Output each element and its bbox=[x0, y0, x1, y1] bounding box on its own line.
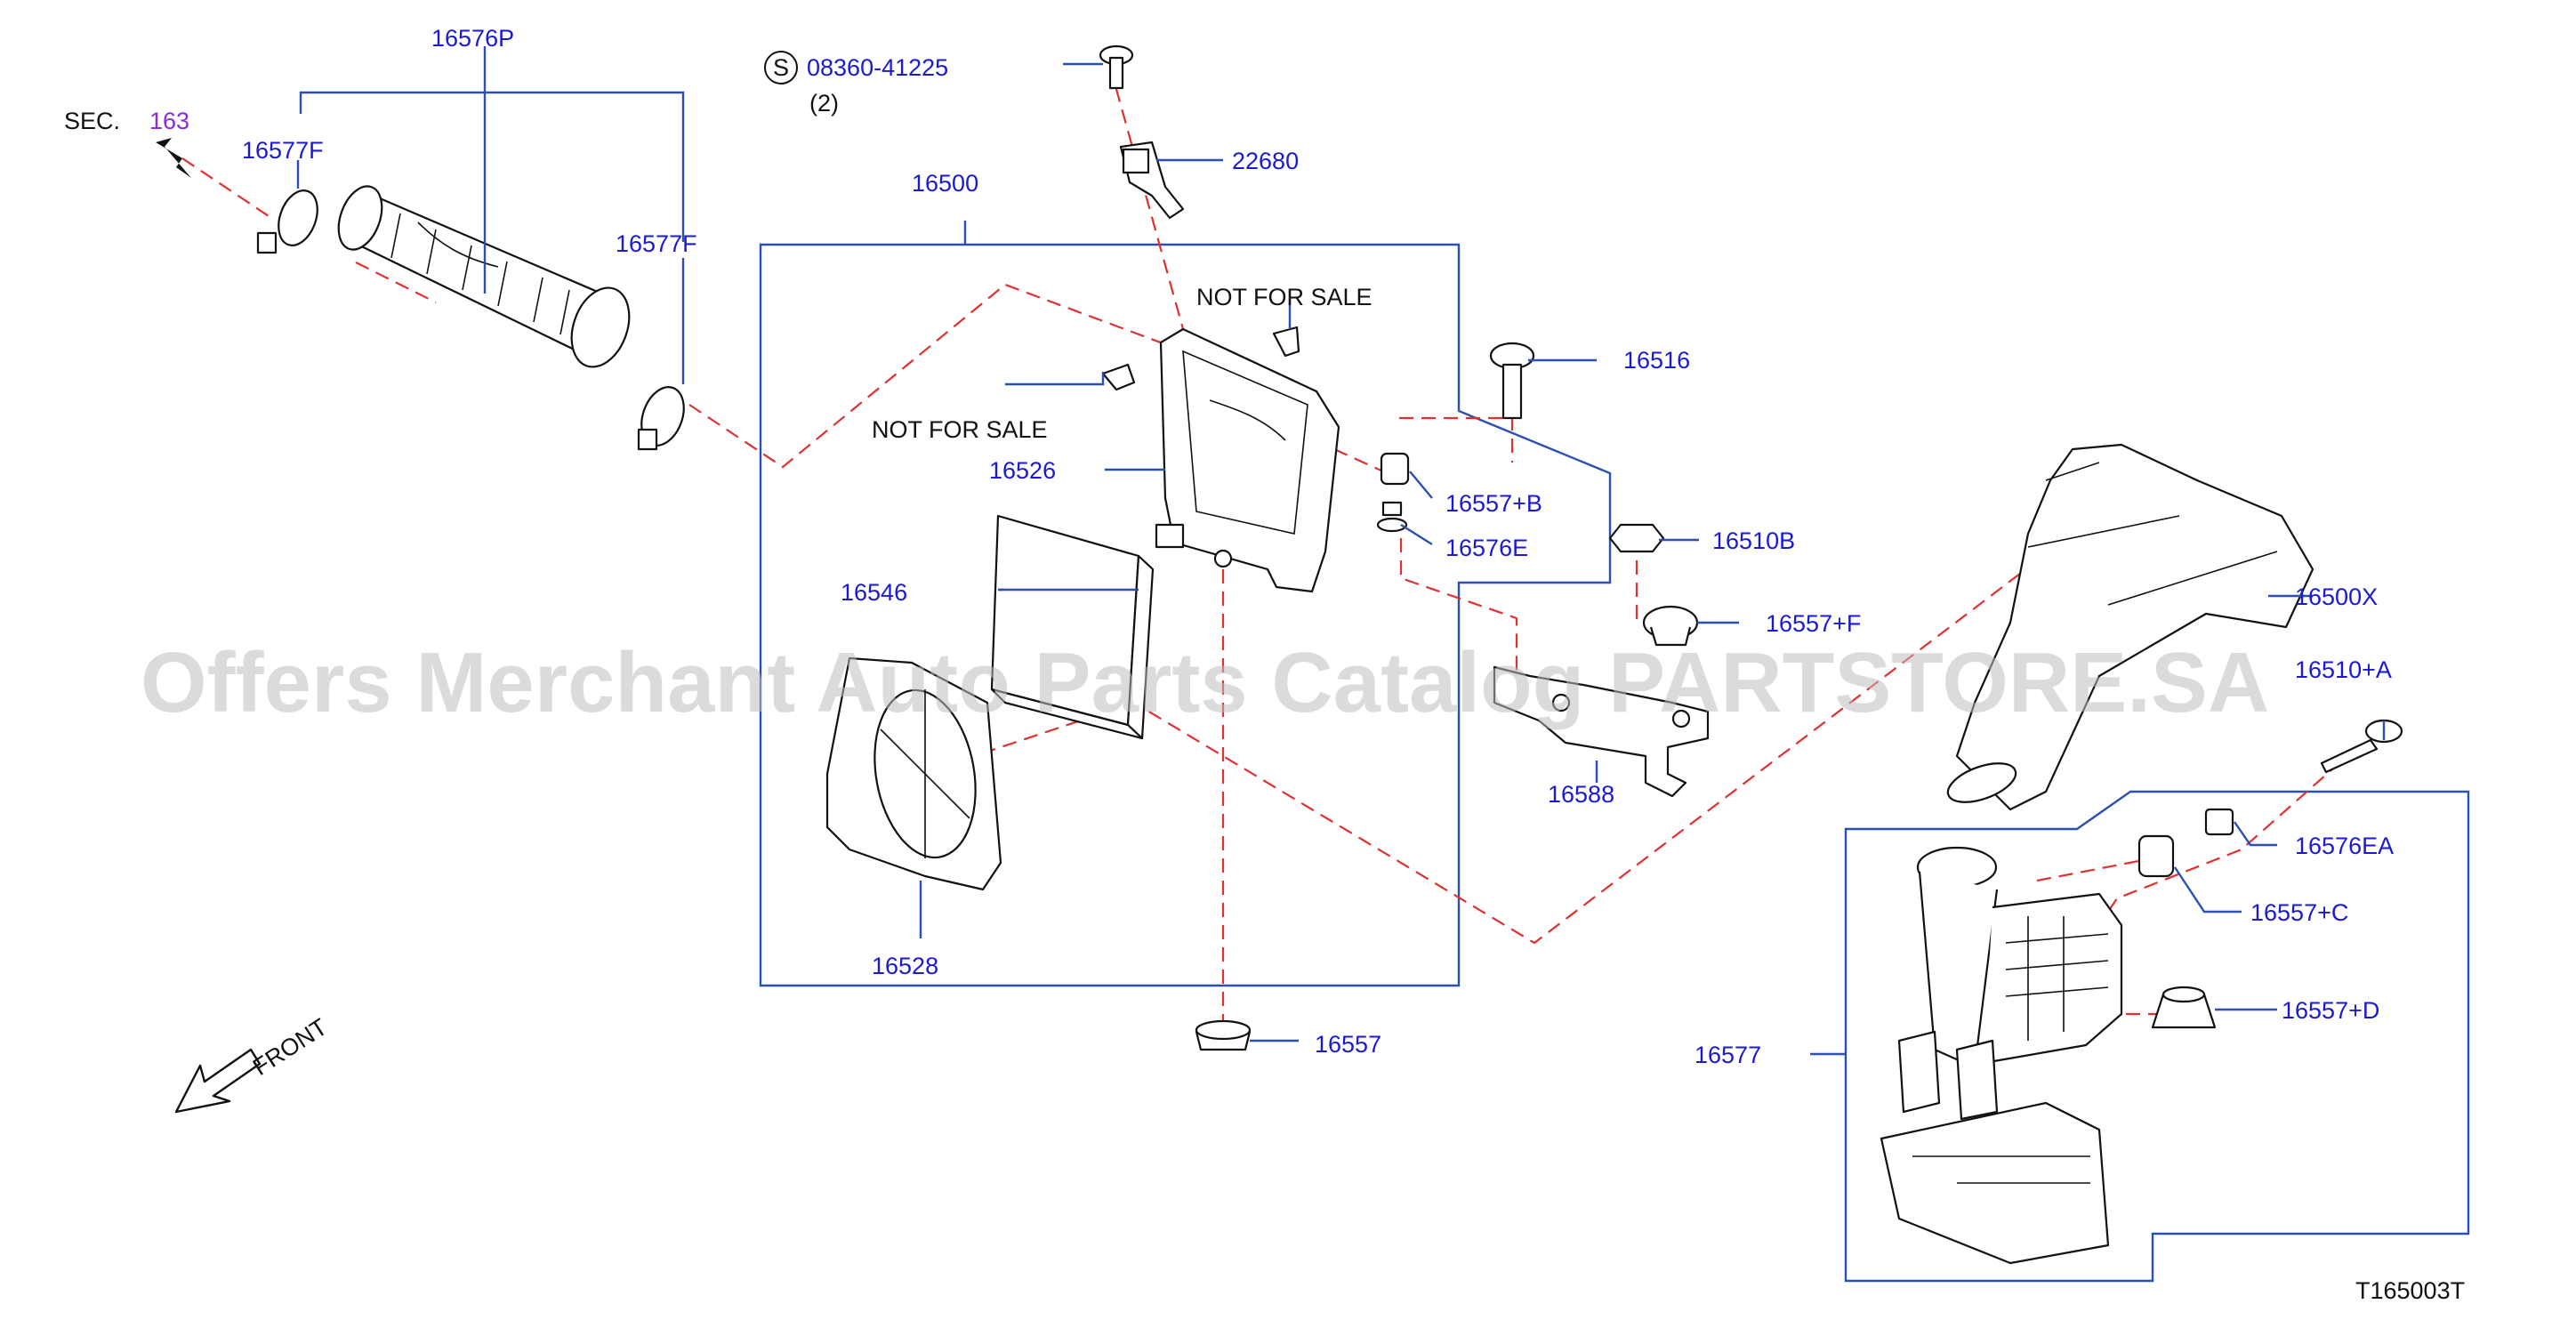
part-label-16557-F[interactable]: 16557+F bbox=[1766, 610, 1861, 637]
resonator-duct-part bbox=[1946, 443, 2314, 811]
part-label-16557-C[interactable]: 16557+C bbox=[2250, 899, 2348, 926]
bolt-16516-part bbox=[1489, 342, 1535, 420]
dash-line-duct-lower bbox=[2045, 746, 2358, 1006]
sec-arrow-icon bbox=[156, 138, 191, 178]
part-label-16510B[interactable]: 16510B bbox=[1712, 527, 1795, 554]
intake-hose-part bbox=[337, 185, 631, 368]
part-label-16576E[interactable]: 16576E bbox=[1445, 535, 1528, 561]
sec-number-link[interactable]: 163 bbox=[149, 108, 189, 134]
dash-line-bracket bbox=[1399, 538, 1518, 672]
screw-part bbox=[1099, 44, 1134, 90]
part-label-16576P[interactable]: 16576P bbox=[431, 25, 514, 52]
grommet-16557F-part bbox=[1642, 605, 1699, 647]
dash-line-hose bbox=[181, 157, 1197, 469]
svg-text:S: S bbox=[773, 54, 789, 81]
front-label: FRONT bbox=[248, 1013, 332, 1081]
part-label-16516[interactable]: 16516 bbox=[1623, 347, 1690, 374]
watermark-text: Offers Merchant Auto Parts Catalog PARTS… bbox=[141, 635, 2269, 730]
lower-case-part bbox=[825, 656, 1002, 891]
part-label-16557-D[interactable]: 16557+D bbox=[2282, 997, 2379, 1024]
nfs-clip-lower bbox=[1101, 363, 1136, 391]
part-label-16546[interactable]: 16546 bbox=[841, 579, 907, 606]
dash-line-sensor bbox=[1108, 66, 1185, 330]
filter-element-part bbox=[990, 514, 1155, 740]
part-label-16500X[interactable]: 16500X bbox=[2295, 584, 2378, 610]
not-for-sale-upper: NOT FOR SALE bbox=[1196, 284, 1373, 310]
dash-line-duct-grommets bbox=[2036, 857, 2179, 1016]
screw-spec-badge: S bbox=[764, 51, 798, 85]
part-label-16576EA[interactable]: 16576EA bbox=[2295, 833, 2394, 859]
part-label-16510-A[interactable]: 16510+A bbox=[2295, 656, 2392, 683]
drain-16557-part bbox=[1195, 1019, 1252, 1051]
hose-clamp-right bbox=[637, 386, 685, 451]
bolt-16510A-part bbox=[2320, 719, 2403, 774]
part-label-16526[interactable]: 16526 bbox=[989, 457, 1056, 484]
grommet-16557C-part bbox=[2137, 834, 2175, 878]
assembly-frame-16500 bbox=[759, 243, 1612, 987]
grommet-16576EA-part bbox=[2204, 808, 2234, 836]
bracket-16588-part bbox=[1493, 665, 1710, 798]
assembly-frame-16577 bbox=[1844, 790, 2470, 1283]
part-label-16577F-left[interactable]: 16577F bbox=[242, 137, 324, 164]
part-label-16577[interactable]: 16577 bbox=[1695, 1042, 1761, 1068]
part-label-08360-41225[interactable]: 08360-41225 bbox=[807, 54, 948, 81]
dash-line-duct bbox=[960, 533, 2073, 945]
nut-16510B-part bbox=[1608, 523, 1665, 553]
part-label-16500[interactable]: 16500 bbox=[912, 170, 978, 197]
part-label-16528[interactable]: 16528 bbox=[872, 953, 938, 979]
part-label-16557-B[interactable]: 16557+B bbox=[1445, 490, 1542, 517]
leader-lines bbox=[296, 46, 2386, 1056]
diagram-id-label: T165003T bbox=[2355, 1277, 2465, 1304]
sec-prefix-label: SEC. bbox=[64, 108, 120, 134]
air-duct-16577-part bbox=[1880, 846, 2123, 1265]
grommet-16557B-part bbox=[1380, 452, 1410, 486]
grommet-16576E-part bbox=[1376, 501, 1408, 533]
part-label-22680[interactable]: 22680 bbox=[1232, 148, 1299, 174]
part-label-16557[interactable]: 16557 bbox=[1315, 1031, 1381, 1058]
part-label-16588[interactable]: 16588 bbox=[1548, 781, 1614, 808]
part-label-16577F-right[interactable]: 16577F bbox=[616, 230, 697, 257]
bracket-frame-16576P bbox=[299, 91, 685, 242]
upper-case-part bbox=[1155, 327, 1340, 593]
grommet-16557D-part bbox=[2151, 986, 2217, 1029]
front-arrow-icon bbox=[174, 1048, 262, 1114]
air-flow-sensor-part bbox=[1119, 141, 1185, 220]
nfs-clip-upper bbox=[1272, 326, 1300, 358]
dash-line-grommet-b bbox=[1333, 416, 1514, 473]
screw-qty-label: (2) bbox=[809, 90, 839, 117]
hose-clamp-left bbox=[256, 189, 318, 254]
not-for-sale-lower: NOT FOR SALE bbox=[872, 416, 1048, 443]
